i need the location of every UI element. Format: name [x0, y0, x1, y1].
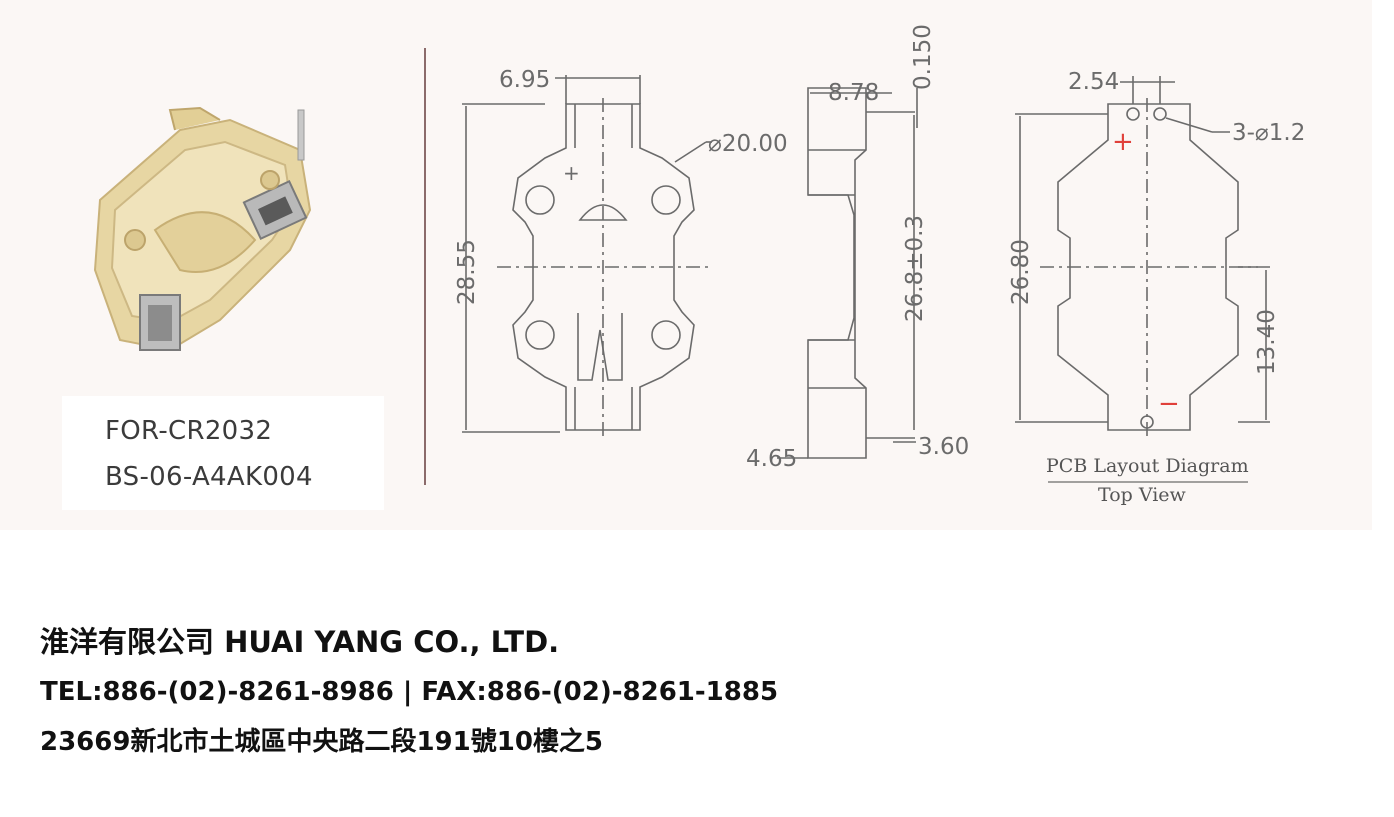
side-view	[777, 87, 918, 459]
front-view	[462, 75, 713, 438]
dim-width-top: 6.95	[499, 67, 550, 93]
polarity-plus-pcb: +	[1112, 127, 1134, 157]
contact-phone-fax: TEL:886-(02)-8261-8986 | FAX:886-(02)-82…	[40, 677, 779, 707]
dim-height: 28.55	[454, 239, 480, 305]
technical-drawing: 6.95 ⌀20.00 28.55 + 8.78 0.150 26.8±0.3 …	[424, 24, 1305, 506]
drawing-panel: FOR-CR2032 BS-06-A4AK004 6.95 ⌀20.00 28.…	[62, 24, 1306, 510]
pcb-caption-subtitle: Top View	[1098, 484, 1187, 506]
dim-diameter: ⌀20.00	[708, 131, 788, 157]
dim-pcb-height: 26.80	[1008, 239, 1034, 305]
dim-side-width: 8.78	[828, 80, 879, 106]
dim-side-bottom-right: 3.60	[918, 434, 969, 460]
dim-pcb-holes: 3-⌀1.2	[1232, 120, 1305, 146]
dim-side-height: 26.8±0.3	[902, 215, 928, 322]
pcb-layout-view	[1015, 76, 1270, 483]
dim-pcb-half: 13.40	[1254, 309, 1280, 375]
dim-side-gap: 0.150	[910, 24, 936, 90]
battery-type-label: FOR-CR2032	[105, 416, 273, 446]
product-photo	[93, 106, 312, 352]
part-number-label: BS-06-A4AK004	[105, 462, 313, 492]
pcb-caption-title: PCB Layout Diagram	[1046, 455, 1249, 477]
part-label-box: FOR-CR2032 BS-06-A4AK004	[62, 396, 384, 510]
company-info: 淮洋有限公司 HUAI YANG CO., LTD. TEL:886-(02)-…	[40, 618, 1340, 766]
polarity-minus-pcb: −	[1158, 389, 1180, 419]
battery-holder-image	[93, 106, 312, 352]
company-name: 淮洋有限公司 HUAI YANG CO., LTD.	[40, 625, 560, 659]
dim-side-bottom-left: 4.65	[746, 446, 797, 472]
dim-pcb-pitch: 2.54	[1068, 69, 1119, 95]
polarity-plus-front: +	[563, 161, 580, 185]
company-address: 23669新北市土城區中央路二段191號10樓之5	[40, 727, 603, 757]
